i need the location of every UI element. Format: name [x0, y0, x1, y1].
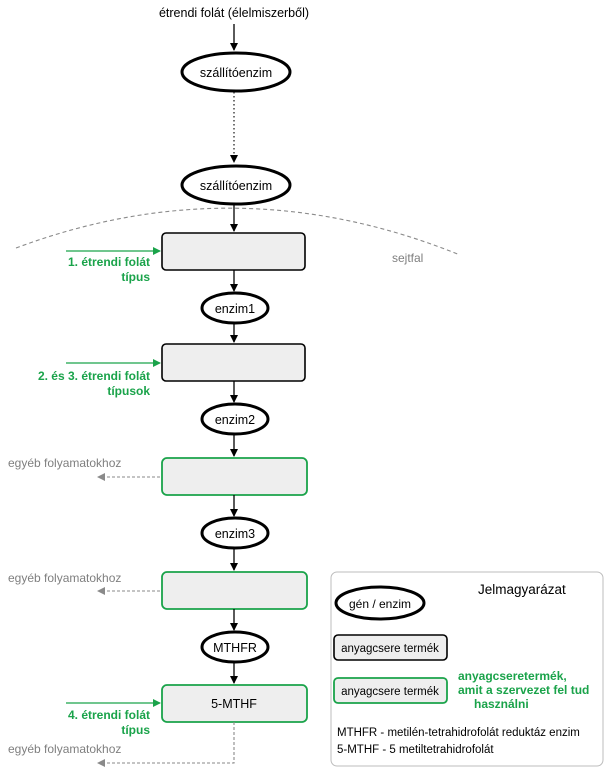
enzyme-enzim2-label: enzim2 [215, 413, 255, 427]
enzyme-mthfr-label: MTHFR [213, 641, 257, 655]
input-type4-line2: típus [121, 723, 150, 737]
metabolite-box-4-usable [161, 571, 308, 610]
metabolite-box-2 [161, 343, 306, 382]
legend-title: Jelmagyarázat [478, 582, 566, 597]
enzyme-transport-top-label: szállítóenzim [200, 66, 272, 80]
final-product-label: 5-MTHF [211, 697, 257, 711]
legend-metabolite-symbol [333, 634, 448, 661]
arrow-output-other-3 [97, 722, 235, 767]
legend-abbr-mthfr: MTHFR - metilén-tetrahidrofolát reduktáz… [337, 727, 580, 739]
output-other-2-label: egyéb folyamatokhoz [8, 571, 121, 585]
input-type1-line1: 1. étrendi folát [68, 255, 150, 269]
source-label: étrendi folát (élelmiszerből) [159, 6, 309, 20]
enzyme-enzim1: enzim1 [200, 291, 270, 325]
cell-wall-label: sejtfal [392, 251, 423, 265]
input-type1-line2: típus [121, 270, 150, 284]
enzyme-enzim3: enzim3 [200, 516, 270, 550]
legend-usable-desc-line3: használni [474, 697, 529, 711]
legend-usable-desc-line1: anyagcseretermék, [458, 669, 567, 683]
input-type23-line2: típusok [107, 384, 150, 398]
legend-gene-enzyme-symbol [334, 585, 426, 621]
output-other-3-label: egyéb folyamatokhoz [8, 742, 121, 756]
enzyme-mthfr: MTHFR [200, 630, 270, 664]
enzyme-enzim3-label: enzim3 [215, 527, 255, 541]
legend-abbr-5mthf: 5-MTHF - 5 metiltetrahidrofolát [337, 744, 494, 756]
metabolite-box-3-usable [161, 457, 308, 496]
legend-usable-symbol [333, 677, 448, 704]
metabolite-box-1 [161, 232, 306, 271]
enzyme-enzim2: enzim2 [200, 402, 270, 436]
enzyme-transport-bottom-label: szállítóenzim [200, 179, 272, 193]
legend: Jelmagyarázat gén / enzim anyagcsere ter… [330, 571, 604, 767]
legend-frame [330, 571, 604, 767]
legend-metabolite-label: anyagcsere termék [341, 643, 439, 655]
legend-usable-box-label: anyagcsere termék [341, 686, 439, 698]
enzyme-transport-bottom: szállítóenzim [180, 164, 292, 206]
enzyme-transport-top: szállítóenzim [180, 51, 292, 93]
output-other-1-label: egyéb folyamatokhoz [8, 456, 121, 470]
input-type23-line1: 2. és 3. étrendi folát [38, 369, 150, 383]
cell-wall-arc [15, 207, 461, 256]
legend-usable-desc-line2: amit a szervezet fel tud [458, 683, 589, 697]
enzyme-enzim1-label: enzim1 [215, 302, 255, 316]
input-type4-line1: 4. étrendi folát [68, 708, 150, 722]
legend-gene-enzyme-label: gén / enzim [349, 597, 411, 611]
